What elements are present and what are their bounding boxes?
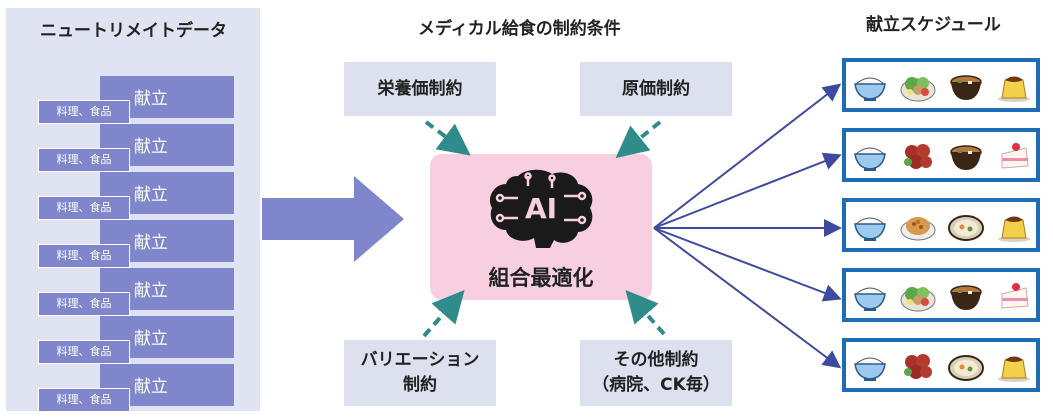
fried-chicken-icon	[900, 348, 936, 384]
shortcake-icon	[996, 138, 1032, 174]
ai-to-row4-arrow	[653, 227, 842, 302]
pudding-icon	[996, 208, 1032, 244]
ai-to-row2-arrow	[653, 152, 842, 229]
menu-card-label: 献立	[134, 89, 168, 109]
ai-caption: 組合最適化	[488, 266, 594, 290]
schedule-row	[842, 198, 1040, 252]
rice-bowl-icon	[852, 348, 888, 384]
item-tag: 料理、食品	[38, 292, 130, 316]
salad-icon	[900, 278, 936, 314]
nutrition-constraint-label: 栄養価制約	[377, 78, 463, 99]
pudding-icon	[996, 68, 1032, 104]
miso-soup-icon	[948, 278, 984, 314]
schedule-title: 献立スケジュール	[866, 15, 1001, 35]
menu-card-label: 献立	[134, 233, 168, 253]
variation-to-ai-arrow	[422, 290, 465, 338]
input-arrow	[262, 176, 404, 262]
ai-brain-icon: AI	[489, 169, 593, 248]
ai-to-row1-arrow	[653, 83, 842, 229]
rice-bowl-icon	[852, 138, 888, 174]
rice-bowl-icon	[852, 278, 888, 314]
item-tag: 料理、食品	[38, 244, 130, 268]
item-tag: 料理、食品	[38, 100, 130, 124]
item-tag: 料理、食品	[38, 148, 130, 172]
menu-card-label: 献立	[134, 281, 168, 301]
miso-soup-icon	[948, 138, 984, 174]
constraints-title: メディカル給食の制約条件	[418, 19, 621, 39]
cost-constraint-box: 原価制約	[580, 62, 732, 116]
item-tag: 料理、食品	[38, 388, 130, 412]
menu-card-label: 献立	[134, 185, 168, 205]
other-to-ai-arrow	[625, 289, 666, 336]
rice-bowl-icon	[852, 68, 888, 104]
schedule-row	[842, 128, 1040, 182]
nutrient-data-panel: ニュートリメイトデータ 献立料理、食品献立料理、食品献立料理、食品献立料理、食品…	[6, 8, 260, 412]
miso-soup-icon	[948, 68, 984, 104]
menu-card-label: 献立	[134, 137, 168, 157]
shortcake-icon	[996, 278, 1032, 314]
nutrition-constraint-box: 栄養価制約	[344, 62, 496, 116]
ai-chip-label: AI	[525, 192, 557, 225]
item-tag: 料理、食品	[38, 340, 130, 364]
menu-card-label: 献立	[134, 329, 168, 349]
other-constraint-label: その他制約 （病院、CK毎）	[592, 350, 720, 395]
cost-to-ai-arrow	[615, 120, 662, 159]
menu-card-label: 献立	[134, 377, 168, 397]
other-constraint-box: その他制約 （病院、CK毎）	[580, 340, 732, 406]
pudding-icon	[996, 348, 1032, 384]
schedule-row	[842, 58, 1040, 112]
schedule-row	[842, 268, 1040, 322]
cream-stew-icon	[948, 348, 984, 384]
variation-constraint-box: バリエーション 制約	[344, 340, 496, 406]
variation-constraint-label: バリエーション 制約	[360, 350, 480, 395]
ai-optimization-box: AI 組合最適化	[430, 154, 652, 300]
rice-bowl-icon	[852, 208, 888, 244]
fried-rice-icon	[900, 208, 936, 244]
nutrient-data-title: ニュートリメイトデータ	[40, 21, 227, 41]
fried-chicken-icon	[900, 138, 936, 174]
ai-to-row5-arrow	[653, 227, 842, 369]
salad-icon	[900, 68, 936, 104]
schedule-row	[842, 338, 1040, 392]
cost-constraint-label: 原価制約	[622, 78, 690, 99]
nutrition-to-ai-arrow	[424, 120, 471, 156]
cream-stew-icon	[948, 208, 984, 244]
item-tag: 料理、食品	[38, 196, 130, 220]
